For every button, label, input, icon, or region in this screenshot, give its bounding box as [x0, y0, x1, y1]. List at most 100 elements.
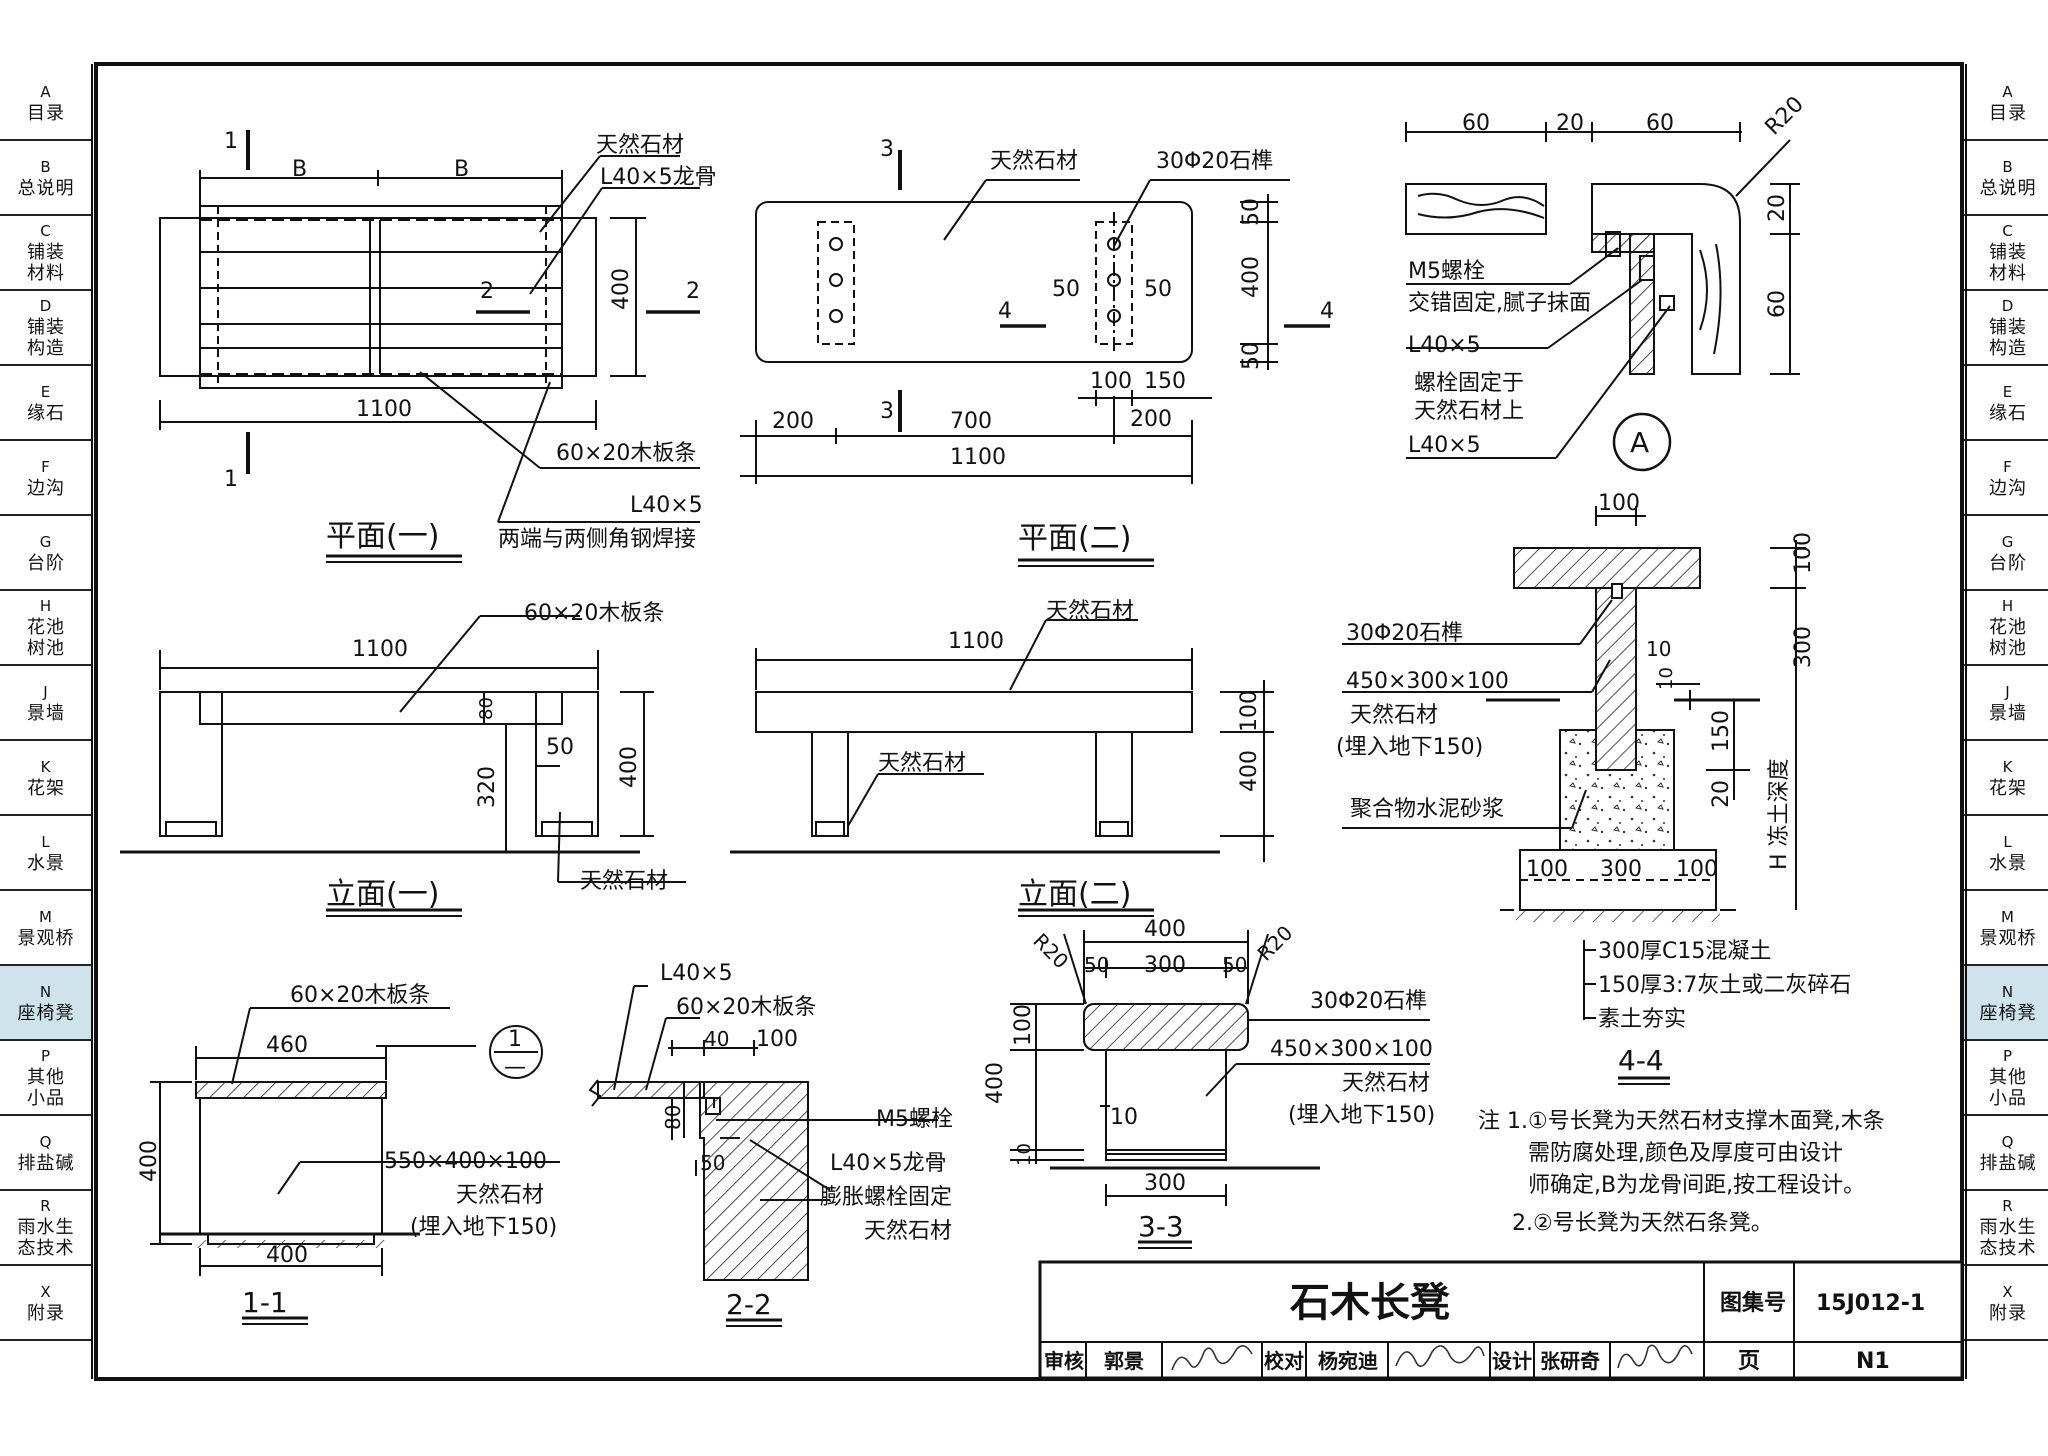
sec33-dim-400: 400	[1144, 917, 1186, 942]
index-tab-label: 缘石	[1989, 402, 2027, 424]
index-tab-label: 小品	[1989, 1088, 2027, 1109]
index-tab-label: 缘石	[27, 402, 65, 424]
sec22-dim-50: 50	[700, 1151, 725, 1175]
sec33-dim-50a: 50	[1084, 953, 1109, 977]
index-tab-code: K	[40, 757, 52, 776]
sec33-dim-v400: 400	[983, 1062, 1008, 1104]
plan1-label-keel: L40×5龙骨	[600, 165, 717, 190]
index-tab-code: A	[40, 82, 52, 101]
sec44-dim-100top: 100	[1598, 491, 1640, 516]
plan2-dim-50d: 50	[1239, 342, 1264, 370]
detailA-label-bolt: M5螺栓	[1408, 259, 1485, 284]
sec33-label-block: 450×300×100	[1270, 1037, 1433, 1062]
index-tab-label: 雨水生	[1979, 1217, 2037, 1238]
index-tab-label: 构造	[1989, 338, 2027, 359]
sec44-label-lime: 150厚3:7灰土或二灰碎石	[1598, 973, 1851, 998]
plan2-dim-100: 100	[1090, 369, 1132, 394]
plan2-dim-50c: 50	[1239, 198, 1264, 226]
index-tab-code: C	[40, 222, 52, 240]
index-tab-label: 花架	[1989, 777, 2027, 799]
sec33-dim-v100: 100	[1011, 1004, 1036, 1046]
elev1-dim-320: 320	[475, 766, 500, 808]
index-tab-label: 花池	[1989, 617, 2027, 638]
sec44-label-c15: 300厚C15混凝土	[1598, 939, 1771, 964]
sec44-label-soil: 素土夯实	[1598, 1007, 1686, 1032]
elev2-title: 立面(二)	[1018, 877, 1131, 912]
index-tab-code: E	[40, 382, 52, 401]
index-tab-r[interactable]: R 雨水生态技术	[1962, 1191, 2048, 1266]
index-tab-label: 座椅凳	[17, 1002, 75, 1024]
index-tab-label: 座椅凳	[1979, 1002, 2037, 1024]
index-tab-label: 排盐碱	[1979, 1152, 2037, 1174]
plan1-label-weld: 两端与两侧角钢焊接	[498, 527, 696, 552]
sec11-label-stone: 天然石材	[456, 1183, 544, 1208]
plan2-label-stone: 天然石材	[990, 149, 1078, 174]
index-tab-label: 铺装	[1989, 317, 2027, 338]
detailA-dim-60a: 60	[1462, 111, 1490, 136]
index-tab-label: 树池	[1989, 638, 2027, 659]
index-tab-label: 台阶	[1989, 552, 2027, 574]
sec22-dim-40: 40	[704, 1027, 729, 1051]
sec44-dim-v100: 100	[1791, 532, 1816, 574]
sec33-dim-10: 10	[1110, 1105, 1138, 1130]
detail-a-drawing	[1405, 122, 1800, 472]
plan2-dim-50b: 50	[1144, 277, 1172, 302]
section-1-1-drawing	[150, 1007, 560, 1325]
sec33-dim-300b: 300	[1144, 1171, 1186, 1196]
index-tab-label: 态技术	[1979, 1238, 2037, 1259]
index-tab-label: 材料	[1989, 263, 2027, 284]
sec44-dim-frost: H 冻土深度	[1767, 758, 1792, 870]
index-tab-label: 铺装	[27, 317, 65, 338]
checker-signature	[1395, 1345, 1485, 1368]
sec44-dim-10b: 10	[1656, 667, 1677, 690]
plan1-label-angle: L40×5	[630, 493, 703, 518]
title-block-check-label: 校对	[1264, 1349, 1304, 1373]
index-tab-code: R	[2002, 1197, 2014, 1215]
index-tab-label: 景观桥	[1979, 927, 2037, 949]
plan1-dim-b2: B	[454, 157, 469, 182]
index-tab-label: 水景	[1989, 852, 2027, 874]
sec33-label-tenon: 30Φ20石榫	[1310, 989, 1427, 1014]
sec44-dim-v20: 20	[1709, 780, 1734, 808]
plan2-dim-50a: 50	[1052, 277, 1080, 302]
sec44-dim-b100a: 100	[1526, 857, 1568, 882]
detailA-dim-v60: 60	[1765, 290, 1790, 318]
elev2-label-stone2: 天然石材	[878, 751, 966, 776]
index-tab-label: 景墙	[1989, 702, 2027, 724]
title-block-review-label: 审核	[1044, 1349, 1084, 1373]
index-tab-code: G	[2001, 532, 2015, 551]
